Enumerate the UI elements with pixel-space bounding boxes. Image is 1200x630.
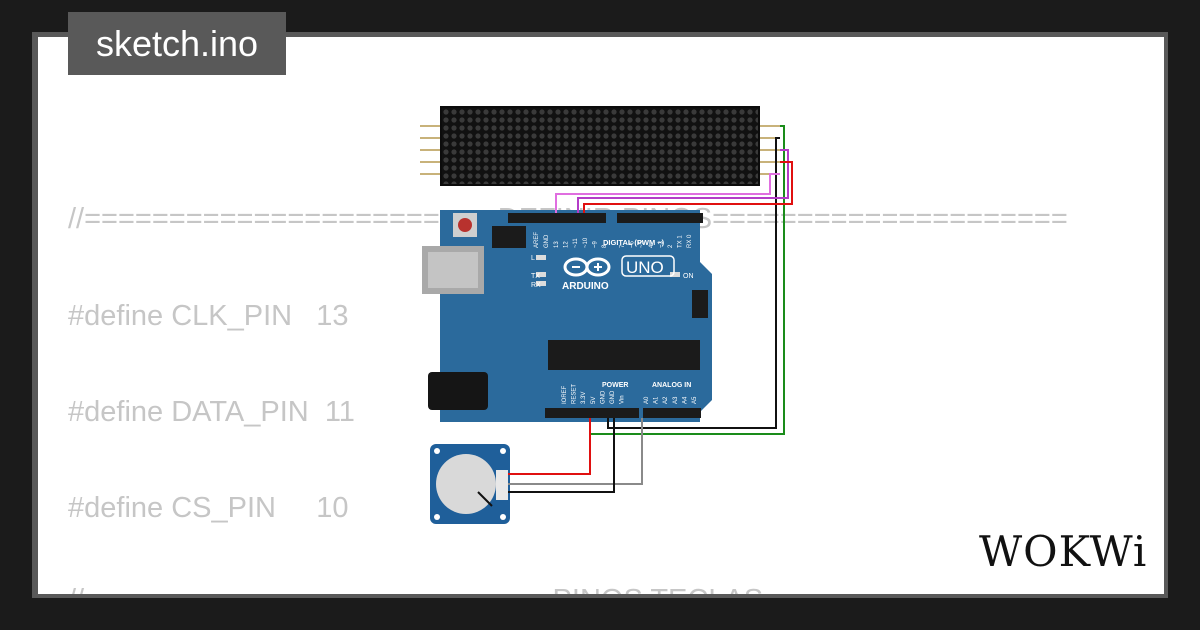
- power-pin-label-2: 3.3V: [581, 392, 587, 404]
- aref-label: AREF: [534, 232, 540, 248]
- wire-pot-gnd: [508, 418, 615, 493]
- atmega-chip: [548, 340, 700, 370]
- led-matrix[interactable]: [420, 106, 780, 186]
- power-pin-label-6: Vin: [620, 395, 626, 404]
- digital-pin-label-r-5: 2: [668, 244, 674, 248]
- code-line-2: #define CLK_PIN 13: [68, 300, 349, 332]
- digital-pin-label-r-1: ~6: [630, 240, 636, 248]
- analog-label: ANALOG IN: [652, 382, 691, 389]
- digital-pin-label-5: 8: [602, 244, 608, 248]
- digital-pin-label-1: 12: [564, 241, 570, 248]
- digital-pin-label-0: 13: [554, 241, 560, 248]
- power-header: [545, 408, 639, 418]
- analog-pin-label-5: A5: [692, 396, 698, 404]
- analog-pin-label-1: A1: [654, 396, 660, 404]
- arduino-logo: [563, 257, 611, 277]
- power-pin-label-0: IOREF: [562, 385, 568, 404]
- wokwi-logo-text: WOKWi: [979, 527, 1147, 576]
- tx-label: TX: [531, 273, 540, 280]
- wire-cs: [583, 161, 793, 213]
- digital-header-left: [508, 213, 606, 223]
- matrix-header-pins: [420, 125, 780, 175]
- analog-pin-label-0: A0: [644, 396, 650, 404]
- wire-clk: [555, 173, 780, 213]
- digital-pin-label-r-2: ~5: [639, 240, 645, 248]
- potentiometer[interactable]: [430, 444, 510, 524]
- gnd-label: GND: [544, 234, 550, 248]
- wire-din: [577, 149, 789, 213]
- digital-pin-label-2: ~11: [573, 238, 579, 248]
- digital-pin-label-r-6: TX 1: [678, 235, 684, 248]
- code-line-4: #define CS_PIN 10: [68, 492, 349, 524]
- analog-pin-label-2: A2: [663, 396, 669, 404]
- code-line-5: //===================== PINOS TECLAS: [68, 584, 763, 594]
- uno-label: UNO: [626, 258, 664, 277]
- power-pin-label-1: RESET: [572, 384, 578, 404]
- icsp-header: [492, 226, 526, 248]
- analog-header: [643, 408, 701, 418]
- digital-pin-label-r-4: ~3: [658, 240, 664, 248]
- power-jack: [428, 372, 488, 410]
- potentiometer-knob[interactable]: [436, 454, 496, 514]
- wires: [508, 125, 793, 493]
- digital-pin-label-r-3: 4: [649, 244, 655, 248]
- analog-pin-label-3: A3: [673, 396, 679, 404]
- analog-pin-label-4: A4: [682, 396, 688, 404]
- l-label: L: [531, 255, 535, 262]
- wire-gnd: [607, 137, 780, 429]
- power-pin-label-3: 5V: [591, 397, 597, 404]
- digital-pin-label-3: ~10: [583, 237, 589, 248]
- wire-pot-vcc: [508, 418, 591, 475]
- digital-header-right: [617, 213, 703, 223]
- digital-pin-label-4: ~9: [592, 240, 598, 248]
- digital-label: DIGITAL (PWM ~): [603, 238, 665, 247]
- digital-pin-label-r-0: 7: [620, 244, 626, 248]
- wokwi-logo: WOKWi: [979, 527, 1147, 576]
- rx-label: RX: [531, 282, 541, 289]
- wire-pot-signal: [508, 418, 643, 485]
- code-line-3: #define DATA_PIN 11: [68, 396, 355, 428]
- on-label: ON: [683, 273, 694, 280]
- power-pin-label-4: GND: [600, 390, 606, 404]
- power-pin-label-5: GND: [610, 390, 616, 404]
- digital-pin-label-r-7: RX 0: [687, 234, 693, 248]
- sketch-title[interactable]: sketch.ino: [68, 12, 286, 75]
- arduino-label: ARDUINO: [562, 281, 609, 292]
- power-label: POWER: [602, 382, 628, 389]
- arduino-uno-board[interactable]: L TX RX ON DIGITAL (PWM ~) POWER ANALOG …: [422, 210, 712, 422]
